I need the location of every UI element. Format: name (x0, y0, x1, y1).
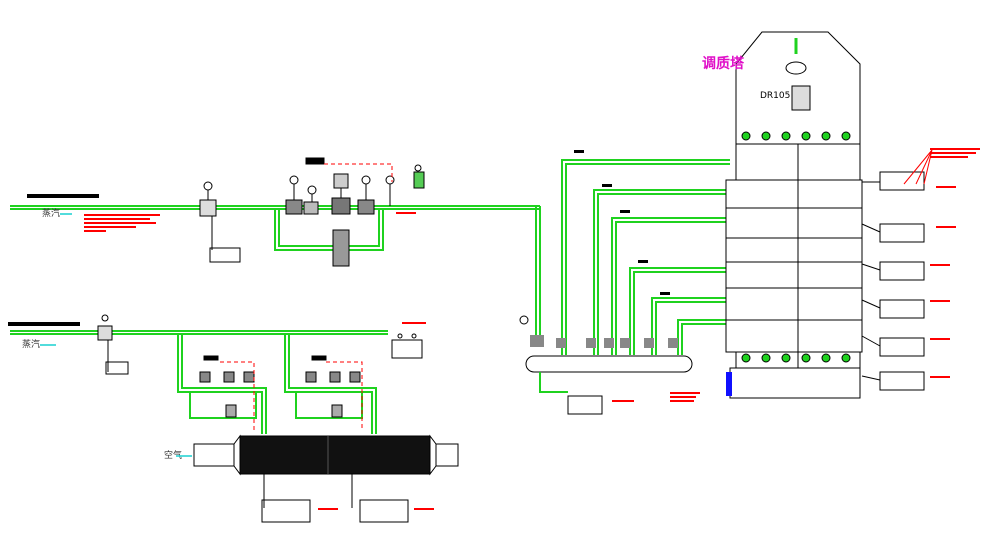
top-tag-red-1 (84, 214, 160, 216)
distribution-header (519, 315, 693, 373)
header-tag-red-1 (670, 392, 700, 394)
header-drain-box (567, 395, 603, 415)
top-steam-main (10, 205, 541, 335)
tower-feed-lines (561, 159, 730, 355)
coil-valve-cluster-right (305, 355, 361, 418)
steam-label-bottom: 蒸汽 (22, 338, 40, 350)
heater-drain-left (261, 474, 311, 523)
instrument-box-lower-mid (391, 333, 423, 359)
drain-tag-red-right (414, 508, 434, 510)
tower-tag: DR105 (760, 91, 790, 101)
signal-line-top (324, 163, 393, 182)
top-tag-red-2 (84, 218, 150, 220)
top-header-bar (27, 194, 99, 198)
control-valve-cluster-top (285, 157, 425, 267)
header-drain-tag-red (612, 400, 634, 402)
heater-drain-right (351, 474, 409, 523)
flowmeter-station-top (199, 181, 241, 263)
drain-tag-red-left (318, 508, 338, 510)
tower-signal-lines (903, 149, 933, 185)
top-tag-red-5 (84, 230, 106, 232)
lower-header-bar (8, 322, 80, 326)
tower-nozzles-top (741, 131, 851, 141)
header-tag-red-2 (670, 396, 696, 398)
tower-side-tags-red (930, 148, 980, 378)
signal-line-right-coil (326, 361, 363, 430)
flowmeter-station-bottom (97, 314, 129, 375)
top-tag-red-3 (84, 222, 156, 224)
lower-steam-main (10, 330, 388, 434)
header-tag-red-3 (670, 400, 694, 402)
tower-label: 调质塔 (702, 55, 745, 72)
tower-blue-band (726, 372, 732, 396)
air-label: 空气 (164, 449, 182, 461)
air-heater (193, 434, 459, 476)
tower-side-instruments (861, 171, 925, 391)
coil-valve-cluster-left (199, 355, 255, 418)
steam-label-top: 蒸汽 (42, 207, 60, 219)
valve-tag-red (396, 212, 416, 214)
conditioning-tower (725, 31, 863, 399)
tower-nozzles-bottom (741, 353, 851, 363)
lower-mid-tag-red (402, 322, 426, 324)
line-tags-black (574, 150, 670, 295)
header-drain (539, 372, 568, 393)
top-tag-red-4 (84, 226, 136, 228)
signal-line-left-coil (220, 361, 255, 430)
